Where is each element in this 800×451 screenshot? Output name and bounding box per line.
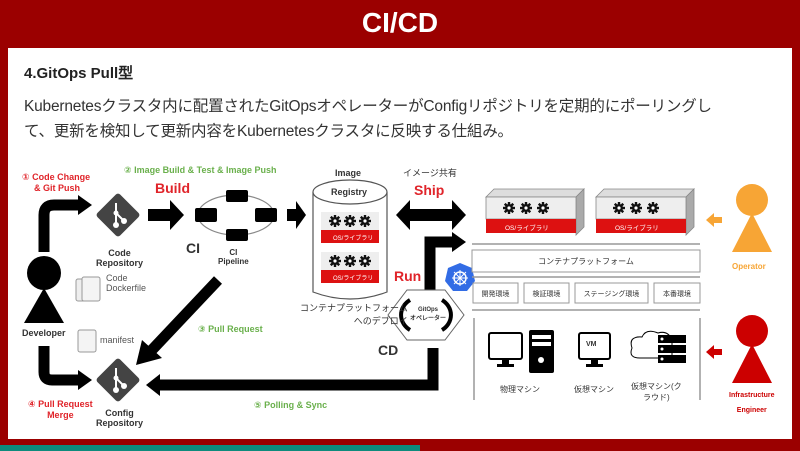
code-dockerfile-file-icon xyxy=(75,276,101,302)
section-description: Kubernetesクラスタ内に配置されたGitOpsオペレーターがConfig… xyxy=(24,94,784,144)
step4-label: ④ Pull Request Merge xyxy=(28,399,93,420)
config-repository-git-icon xyxy=(94,356,142,404)
container-box-2 xyxy=(595,188,695,236)
deploy-label: コンテナプラットフォーム へのデプロイ xyxy=(300,301,408,327)
operator-arrow xyxy=(706,213,722,227)
developer-icon xyxy=(24,256,64,323)
pull-request-arrow xyxy=(146,276,222,356)
cloud-vm-line2: ラウド) xyxy=(643,393,670,402)
ci-pipeline-line2: Pipeline xyxy=(218,257,249,266)
cloud-vm-label: 仮想マシン(ク ラウド) xyxy=(631,381,682,403)
container-box-1 xyxy=(485,188,585,236)
container-os-library-1: OS/ライブラリ xyxy=(505,225,549,232)
section-title: 4.GitOps Pull型 xyxy=(24,65,134,82)
code-dockerfile-label: Code Dockerfile xyxy=(106,273,146,293)
env-dev: 開発環境 xyxy=(481,291,510,298)
manifest-file-icon xyxy=(77,329,97,353)
ci-phase-label: CI xyxy=(186,240,200,256)
description-line-2: て、更新を検知して更新内容をKubernetesクラスタに反映する仕組み。 xyxy=(24,123,513,140)
infra-engineer-label: Infrastructure Engineer xyxy=(729,388,775,418)
ci-pipeline-label: CI Pipeline xyxy=(218,248,249,266)
physical-monitor-icon xyxy=(488,332,523,367)
description-line-1: Kubernetesクラスタ内に配置されたGitOpsオペレーターがConfig… xyxy=(24,98,712,115)
registry-os-library-1: OS/ライブラリ xyxy=(333,236,374,242)
step1-line2: & Git Push xyxy=(34,183,81,193)
kubernetes-icon xyxy=(445,263,475,291)
infra-engineer-arrow xyxy=(706,345,722,359)
step4-line2: Merge xyxy=(47,410,74,420)
code-repository-git-icon xyxy=(94,191,142,239)
push-to-registry-arrow xyxy=(296,201,306,229)
infra-engineer-line2: Engineer xyxy=(736,407,767,414)
developer-label: Developer xyxy=(22,328,66,338)
code-file-line1: Code xyxy=(106,273,128,283)
step2-label: ② Image Build & Test & Image Push xyxy=(124,165,277,175)
merge-arrow xyxy=(38,346,80,386)
manifest-label: manifest xyxy=(100,335,135,345)
env-box-verify xyxy=(523,282,570,304)
deploy-line1: コンテナプラットフォーム xyxy=(300,303,408,313)
virtual-machine-icon xyxy=(578,332,611,367)
step3-label: ③ Pull Request xyxy=(198,324,263,334)
gitops-operator-line2: オペレーター xyxy=(410,316,447,322)
physical-server-icon xyxy=(529,330,554,373)
config-repository-label: Config Repository xyxy=(96,408,143,428)
infra-engineer-line1: Infrastructure xyxy=(729,392,775,399)
image-registry-label-top: Image xyxy=(335,168,362,178)
container-platform-box xyxy=(471,249,701,273)
registry-os-library-2: OS/ライブラリ xyxy=(333,276,374,282)
step1-label: ① Code Change & Git Push xyxy=(22,172,90,193)
ship-double-arrow xyxy=(396,200,466,230)
operator-icon xyxy=(732,184,772,252)
operator-label: Operator xyxy=(732,262,766,271)
config-repo-line1: Config xyxy=(105,408,134,418)
env-box-prod xyxy=(653,282,701,304)
env-box-staging xyxy=(574,282,649,304)
git-push-arrow xyxy=(38,199,80,252)
build-phase-label: Build xyxy=(155,180,190,196)
slide-progress-bar xyxy=(0,445,420,451)
ship-phase-label: Ship xyxy=(414,182,445,198)
cd-phase-label: CD xyxy=(378,342,399,358)
cloud-vm-line1: 仮想マシン(ク xyxy=(631,382,682,391)
gitops-operator-line1: GitOps xyxy=(418,307,439,313)
deploy-line2: へのデプロイ xyxy=(353,316,408,326)
env-box-dev xyxy=(472,282,519,304)
image-registry-label-bottom: Registry xyxy=(331,187,368,197)
run-phase-label: Run xyxy=(394,268,422,284)
step4-line1: ④ Pull Request xyxy=(28,399,93,409)
image-registry-icon xyxy=(312,179,388,300)
step5-label: ⑤ Polling & Sync xyxy=(254,400,328,410)
config-repo-line2: Repository xyxy=(96,418,144,428)
container-os-library-2: OS/ライブラリ xyxy=(615,225,659,232)
image-share-label: イメージ共有 xyxy=(403,168,457,178)
vm-label: VM xyxy=(586,341,597,348)
virtual-machine-label: 仮想マシン xyxy=(574,385,614,394)
container-platform-label: コンテナプラットフォーム xyxy=(538,257,634,266)
code-repository-label: Code Repository xyxy=(96,248,143,268)
ci-pipeline-line1: CI xyxy=(229,248,238,257)
cloud-server-icon xyxy=(630,330,686,363)
code-repo-line1: Code xyxy=(108,248,131,258)
step1-line1: ① Code Change xyxy=(22,172,91,182)
gitops-operator-icon xyxy=(387,289,465,341)
infra-engineer-icon xyxy=(732,315,772,383)
env-verify: 検証環境 xyxy=(532,291,561,298)
env-staging: ステージング環境 xyxy=(583,291,640,298)
slide-title: CI/CD xyxy=(0,0,800,48)
build-arrow xyxy=(170,200,184,230)
code-repo-line2: Repository xyxy=(96,258,144,268)
env-prod: 本番環境 xyxy=(663,291,691,298)
run-arrow xyxy=(424,236,455,290)
ci-pipeline-icon xyxy=(195,190,277,241)
gitops-operator-label: GitOps オペレーター xyxy=(410,307,446,322)
polling-sync-arrow xyxy=(158,348,439,391)
code-file-line2: Dockerfile xyxy=(106,283,147,293)
physical-machine-label: 物理マシン xyxy=(500,385,540,394)
